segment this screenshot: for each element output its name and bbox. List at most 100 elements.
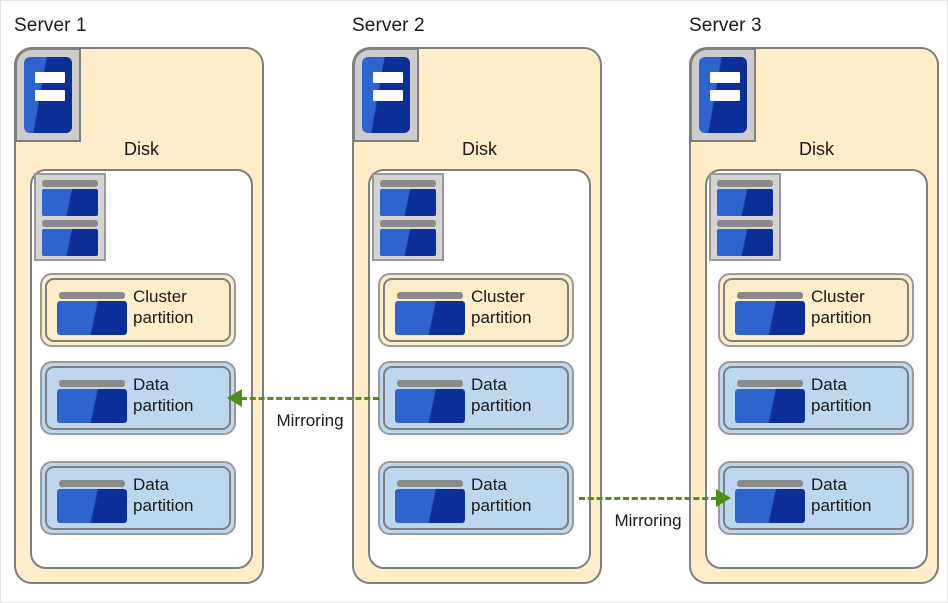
partition-label-line1: Data xyxy=(471,475,507,494)
hard-disk-icon-disc-1 xyxy=(380,189,436,216)
hard-disk-icon-platter-2 xyxy=(717,220,773,256)
server-box-2: Disk Clus xyxy=(352,47,602,584)
server-machine-icon-slot-1 xyxy=(710,72,740,83)
partition-disk-icon-disc xyxy=(57,301,127,335)
hard-disk-icon-disc-1 xyxy=(717,189,773,216)
hard-disk-icon-bar-2 xyxy=(380,220,436,227)
partition-inner: Data partition xyxy=(723,366,909,430)
server-machine-icon xyxy=(353,48,419,142)
hard-disk-icon-2 xyxy=(372,173,444,261)
partition-label: Cluster partition xyxy=(811,286,871,328)
hard-disk-icon-disc-2 xyxy=(380,229,436,256)
partition-inner: Data partition xyxy=(45,466,231,530)
server-machine-icon-slot-2 xyxy=(35,90,65,101)
partition-inner: Data partition xyxy=(383,366,569,430)
partition-disk-icon-bar xyxy=(59,480,125,487)
partition-inner: Cluster partition xyxy=(723,278,909,342)
hard-disk-icon-3 xyxy=(709,173,781,261)
partition-cluster-s1-r1[interactable]: Cluster partition xyxy=(40,273,236,347)
server-machine-icon-slot-1 xyxy=(373,72,403,83)
partition-label: Cluster partition xyxy=(133,286,193,328)
hard-disk-icon-disc-1 xyxy=(42,189,98,216)
partition-disk-icon-disc xyxy=(395,301,465,335)
partition-label: Cluster partition xyxy=(471,286,531,328)
partition-label-line1: Cluster xyxy=(471,287,525,306)
server-machine-icon-body xyxy=(24,57,72,133)
hard-disk-icon-disc-2 xyxy=(42,229,98,256)
partition-disk-icon-bar xyxy=(737,480,803,487)
partition-data-s3-r2[interactable]: Data partition xyxy=(718,361,914,435)
partition-label-line2: partition xyxy=(811,396,872,415)
hard-disk-icon-bar-1 xyxy=(42,180,98,187)
mirroring-label-2: Mirroring xyxy=(614,511,682,530)
partition-label: Data partition xyxy=(133,374,193,416)
partition-disk-icon-bar xyxy=(397,380,463,387)
partition-disk-icon-bar xyxy=(737,380,803,387)
partition-data-s2-r3[interactable]: Data partition xyxy=(378,461,574,535)
partition-inner: Cluster partition xyxy=(383,278,569,342)
partition-label: Data partition xyxy=(811,374,871,416)
partition-data-s2-r2[interactable]: Data partition xyxy=(378,361,574,435)
server-machine-icon xyxy=(15,48,81,142)
partition-disk-icon xyxy=(735,380,805,423)
partition-label: Data partition xyxy=(471,374,531,416)
mirroring-dashed-line xyxy=(579,497,717,500)
server-title-3: Server 3 xyxy=(689,15,762,36)
partition-cluster-s3-r1[interactable]: Cluster partition xyxy=(718,273,914,347)
partition-disk-icon xyxy=(57,292,127,335)
server-title-1: Server 1 xyxy=(14,15,87,36)
partition-disk-icon-disc xyxy=(395,389,465,423)
partition-disk-icon-bar xyxy=(397,292,463,299)
partition-disk-icon xyxy=(57,480,127,523)
partition-label-line1: Data xyxy=(133,475,169,494)
partition-inner: Data partition xyxy=(45,366,231,430)
partition-disk-icon xyxy=(735,292,805,335)
partition-label-line2: partition xyxy=(133,396,194,415)
arrow-head-right-icon xyxy=(716,489,731,507)
partition-disk-icon xyxy=(735,480,805,523)
partition-disk-icon xyxy=(395,380,465,423)
partition-cluster-s2-r1[interactable]: Cluster partition xyxy=(378,273,574,347)
partition-disk-icon-bar xyxy=(59,380,125,387)
partition-label-line1: Data xyxy=(471,375,507,394)
partition-label-line2: partition xyxy=(811,308,872,327)
hard-disk-icon-disc-2 xyxy=(717,229,773,256)
partition-label: Data partition xyxy=(471,474,531,516)
hard-disk-icon-bar-1 xyxy=(380,180,436,187)
arrow-head-left-icon xyxy=(227,389,242,407)
partition-label-line1: Cluster xyxy=(133,287,187,306)
hard-disk-icon-bar-2 xyxy=(42,220,98,227)
partition-data-s1-r3[interactable]: Data partition xyxy=(40,461,236,535)
server-machine-icon-slot-2 xyxy=(373,90,403,101)
partition-label-line2: partition xyxy=(471,308,532,327)
partition-disk-icon xyxy=(395,292,465,335)
server-machine-icon-body xyxy=(362,57,410,133)
hard-disk-icon-platter-1 xyxy=(717,180,773,216)
disk-label-2: Disk xyxy=(462,139,497,159)
partition-data-s1-r2[interactable]: Data partition xyxy=(40,361,236,435)
hard-disk-icon-platter-2 xyxy=(42,220,98,256)
partition-disk-icon-disc xyxy=(395,489,465,523)
hard-disk-icon-platter-1 xyxy=(42,180,98,216)
partition-disk-icon-bar xyxy=(397,480,463,487)
server-machine-icon-slot-2 xyxy=(710,90,740,101)
partition-data-s3-r3[interactable]: Data partition xyxy=(718,461,914,535)
hard-disk-icon-bar-1 xyxy=(717,180,773,187)
partition-disk-icon-disc xyxy=(57,489,127,523)
partition-disk-icon xyxy=(57,380,127,423)
partition-disk-icon-disc xyxy=(735,489,805,523)
partition-disk-icon-disc xyxy=(735,389,805,423)
hard-disk-icon-bar-2 xyxy=(717,220,773,227)
partition-disk-icon-disc xyxy=(735,301,805,335)
hard-disk-icon-platter-1 xyxy=(380,180,436,216)
server-machine-icon-slot-1 xyxy=(35,72,65,83)
mirroring-label-1: Mirroring xyxy=(276,411,344,430)
partition-disk-icon xyxy=(395,480,465,523)
partition-label-line2: partition xyxy=(471,496,532,515)
hard-disk-icon-platter-2 xyxy=(380,220,436,256)
partition-label: Data partition xyxy=(811,474,871,516)
hard-disk-icon-1 xyxy=(34,173,106,261)
partition-disk-icon-bar xyxy=(59,292,125,299)
mirroring-dashed-line xyxy=(241,397,379,400)
